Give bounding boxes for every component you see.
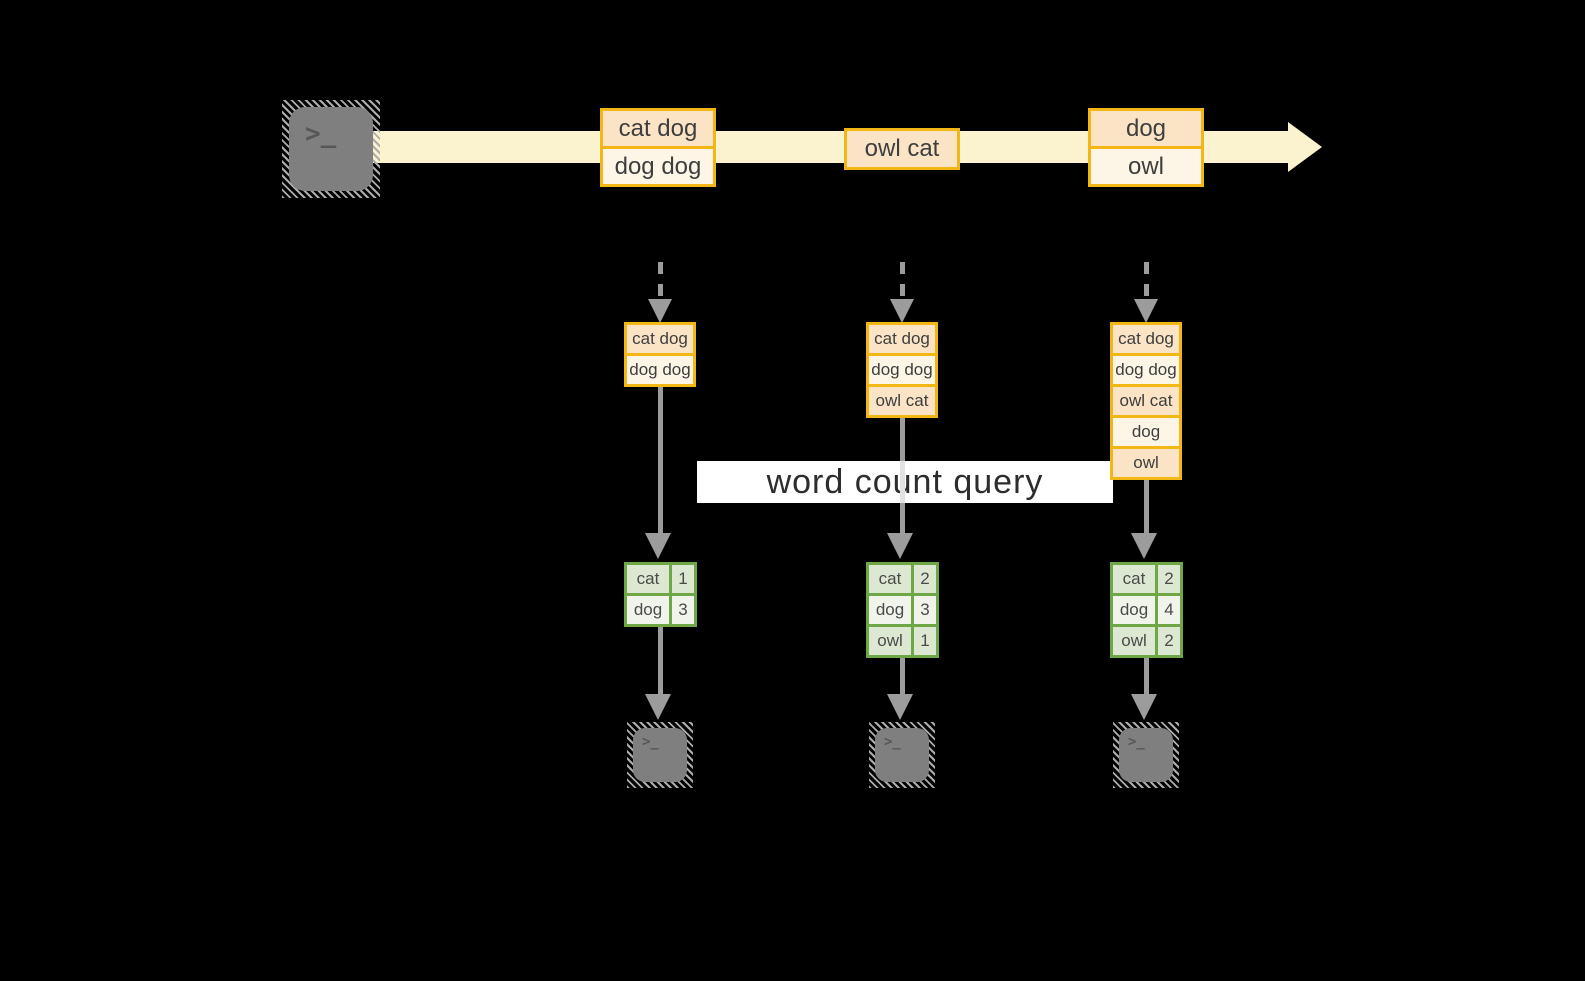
count-cell: 2: [1158, 565, 1180, 593]
terminal-screen: >_: [633, 728, 687, 782]
arrow-through-label: [900, 461, 905, 503]
count-cell: 2: [1158, 627, 1180, 655]
ingest-arrow-line: [1144, 262, 1149, 300]
message-cell: owl cat: [847, 131, 957, 167]
consumer-terminal-icon: >_: [1113, 722, 1179, 788]
buffer-cell: dog dog: [1113, 356, 1179, 384]
word-cell: dog: [1113, 596, 1155, 624]
query-arrow-head: [887, 533, 913, 559]
message-buffer-box: cat dog dog dog: [624, 322, 696, 387]
buffer-cell: cat dog: [1113, 325, 1179, 353]
count-cell: 1: [672, 565, 694, 593]
output-arrow-head: [887, 694, 913, 720]
query-arrow-head: [1131, 533, 1157, 559]
stream-batch: dog owl: [1088, 108, 1204, 187]
buffer-cell: dog dog: [869, 356, 935, 384]
count-cell: 3: [672, 596, 694, 624]
terminal-prompt-icon: >_: [1128, 734, 1145, 750]
ingest-arrow-head: [1134, 299, 1158, 323]
output-arrow-line: [900, 658, 905, 694]
count-cell: 4: [1158, 596, 1180, 624]
terminal-prompt-icon: >_: [305, 119, 337, 149]
word-cell: owl: [869, 627, 911, 655]
buffer-cell: owl cat: [1113, 387, 1179, 415]
word-count-table: cat 1 dog 3: [624, 562, 697, 627]
query-arrow-line: [1144, 480, 1149, 533]
output-arrow-head: [645, 694, 671, 720]
terminal-prompt-icon: >_: [884, 734, 901, 750]
message-buffer-box: cat dog dog dog owl cat: [866, 322, 938, 418]
buffer-cell: cat dog: [869, 325, 935, 353]
terminal-screen: >_: [875, 728, 929, 782]
word-cell: owl: [1113, 627, 1155, 655]
message-cell: dog dog: [603, 149, 713, 184]
message-cell: cat dog: [603, 111, 713, 146]
word-count-table: cat 2 dog 3 owl 1: [866, 562, 939, 658]
word-count-table: cat 2 dog 4 owl 2: [1110, 562, 1183, 658]
word-cell: cat: [627, 565, 669, 593]
message-buffer-box: cat dog dog dog owl cat dog owl: [1110, 322, 1182, 480]
query-label-text: word count query: [766, 462, 1044, 501]
count-cell: 1: [914, 627, 936, 655]
ingest-arrow-head: [890, 299, 914, 323]
consumer-terminal-icon: >_: [869, 722, 935, 788]
output-arrow-line: [658, 627, 663, 694]
query-label: word count query: [697, 461, 1113, 503]
stream-arrow-head: [1288, 122, 1322, 172]
word-cell: cat: [869, 565, 911, 593]
consumer-terminal-icon: >_: [627, 722, 693, 788]
ingest-arrow-line: [900, 262, 905, 300]
word-cell: dog: [627, 596, 669, 624]
ingest-arrow-head: [648, 299, 672, 323]
word-cell: cat: [1113, 565, 1155, 593]
output-arrow-line: [1144, 658, 1149, 694]
query-arrow-line: [658, 387, 663, 533]
message-cell: owl: [1091, 149, 1201, 184]
ingest-arrow-line: [658, 262, 663, 300]
terminal-screen: >_: [1119, 728, 1173, 782]
count-cell: 3: [914, 596, 936, 624]
buffer-cell: dog dog: [627, 356, 693, 384]
buffer-cell: dog: [1113, 418, 1179, 446]
output-arrow-head: [1131, 694, 1157, 720]
buffer-cell: owl: [1113, 449, 1179, 477]
stream-batch: cat dog dog dog: [600, 108, 716, 187]
query-arrow-head: [645, 533, 671, 559]
terminal-screen: >_: [289, 107, 373, 191]
buffer-cell: owl cat: [869, 387, 935, 415]
stream-batch: owl cat: [844, 128, 960, 170]
message-cell: dog: [1091, 111, 1201, 146]
buffer-cell: cat dog: [627, 325, 693, 353]
word-cell: dog: [869, 596, 911, 624]
count-cell: 2: [914, 565, 936, 593]
producer-terminal-icon: >_: [282, 100, 380, 198]
terminal-prompt-icon: >_: [642, 734, 659, 750]
